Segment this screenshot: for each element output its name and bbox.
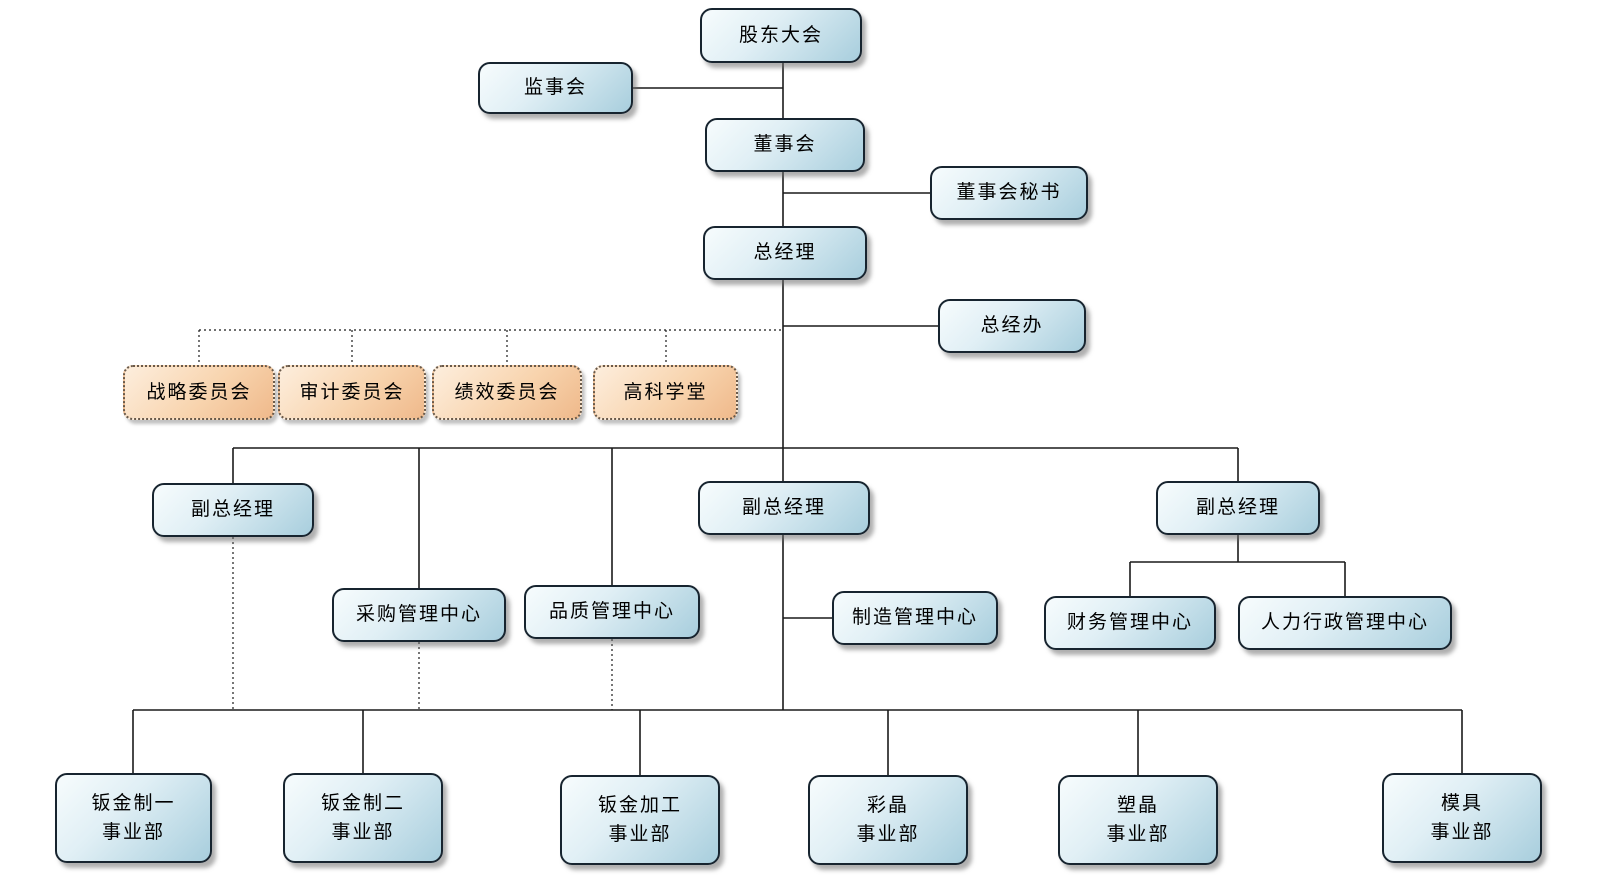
bu-label-line2: 事业部 <box>101 821 165 843</box>
node-sheet-metal-mfg1-bu: 钣金制一 事业部 <box>55 773 212 863</box>
bu-label-line2: 事业部 <box>1430 821 1494 843</box>
bu-label-line2: 事业部 <box>331 821 395 843</box>
node-general-manager: 总经理 <box>703 226 867 280</box>
node-shareholders-meeting: 股东大会 <box>700 8 862 63</box>
bu-label-line1: 塑晶 <box>1116 793 1159 816</box>
bu-label-line2: 事业部 <box>856 823 920 845</box>
node-supervisory-board: 监事会 <box>478 62 633 114</box>
node-hr-admin-center: 人力行政管理中心 <box>1238 596 1452 650</box>
node-gm-office: 总经办 <box>938 299 1086 353</box>
node-deputy-gm-left: 副总经理 <box>152 483 314 537</box>
node-sheet-metal-processing-bu: 钣金加工 事业部 <box>560 775 720 865</box>
node-mold-bu: 模具 事业部 <box>1382 773 1542 863</box>
node-performance-committee: 绩效委员会 <box>432 365 582 420</box>
bu-label-line1: 模具 <box>1440 791 1483 814</box>
bu-label-line1: 钣金加工 <box>597 793 682 816</box>
node-procurement-center: 采购管理中心 <box>332 588 506 642</box>
node-deputy-gm-right: 副总经理 <box>1156 481 1320 535</box>
node-manufacturing-center: 制造管理中心 <box>832 591 998 645</box>
node-board-secretary: 董事会秘书 <box>930 166 1088 220</box>
bu-label-line1: 钣金制一 <box>91 791 176 814</box>
bu-label-line2: 事业部 <box>1106 823 1170 845</box>
node-sheet-metal-mfg2-bu: 钣金制二 事业部 <box>283 773 443 863</box>
bu-label-line2: 事业部 <box>608 823 672 845</box>
node-audit-committee: 审计委员会 <box>278 365 426 420</box>
node-finance-center: 财务管理中心 <box>1044 596 1216 650</box>
node-plastic-crystal-bu: 塑晶 事业部 <box>1058 775 1218 865</box>
node-gaoke-academy: 高科学堂 <box>593 365 738 420</box>
node-quality-center: 品质管理中心 <box>524 585 700 639</box>
node-color-crystal-bu: 彩晶 事业部 <box>808 775 968 865</box>
node-deputy-gm-center: 副总经理 <box>698 481 870 535</box>
node-board-of-directors: 董事会 <box>705 118 865 172</box>
bu-label-line1: 彩晶 <box>866 793 909 816</box>
node-strategy-committee: 战略委员会 <box>123 365 275 420</box>
bu-label-line1: 钣金制二 <box>320 791 405 814</box>
